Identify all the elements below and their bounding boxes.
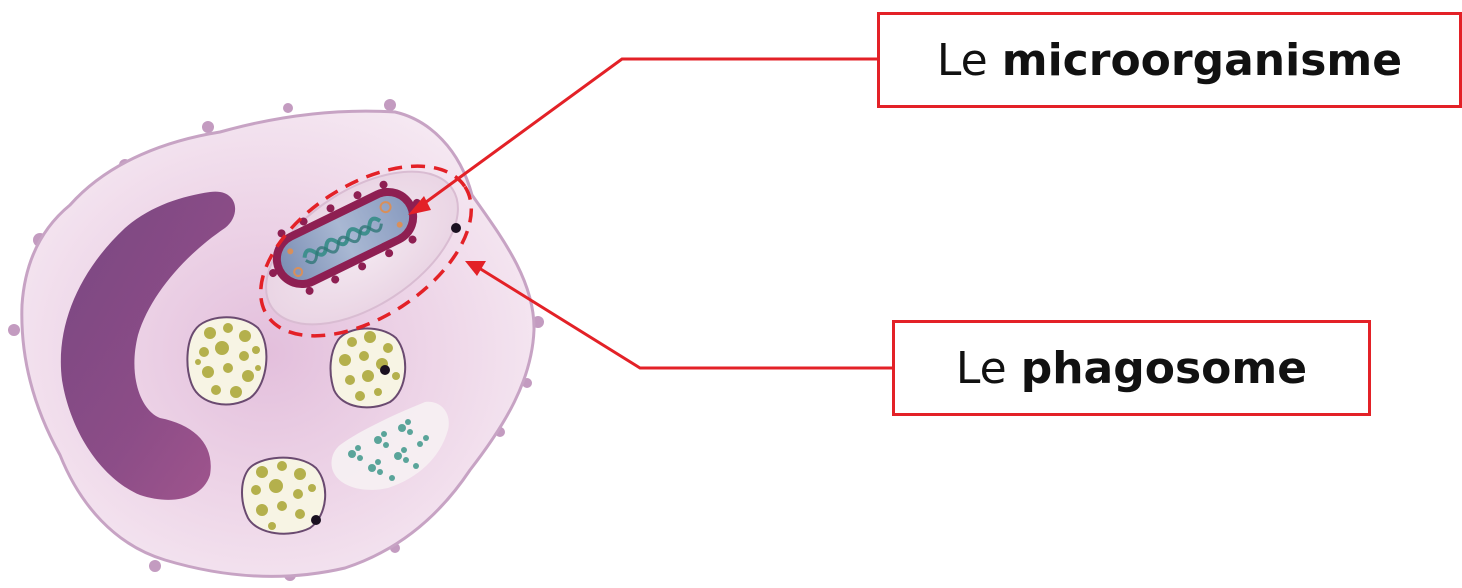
phagosome-label: Le phagosome [892,320,1371,416]
nucleus [60,191,236,500]
granule [241,456,327,535]
granule [186,316,268,406]
microorganism-label-term: microorganisme [1001,34,1403,86]
phagosome-arrowhead [465,261,486,276]
phagocyte-cell [8,99,544,581]
phagosome-highlight [258,164,474,338]
microorganism-label-prefix: Le [936,34,988,86]
phagosome-dot [451,223,461,233]
bacterium [269,180,421,295]
granule [329,327,407,409]
phagosome-label-prefix: Le [955,342,1007,394]
microorganism-label: Le microorganisme [877,12,1462,108]
phagosome-label-term: phagosome [1020,342,1308,394]
phagosome-leader-line [478,266,892,370]
microorganism-leader-line [421,57,877,207]
microorganism-arrowhead [408,196,431,215]
vesicle [331,401,449,490]
